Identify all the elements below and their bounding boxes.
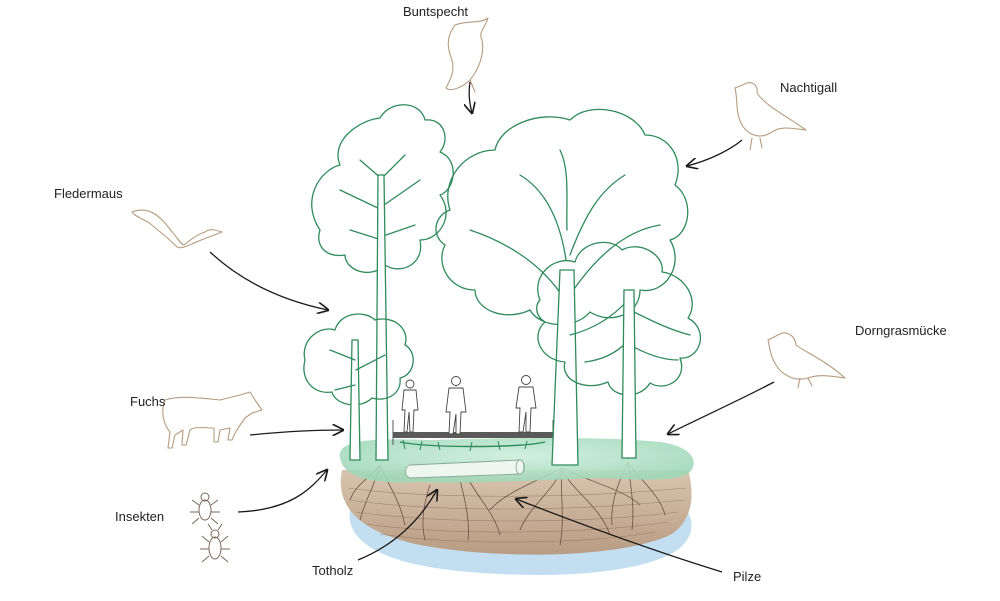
boardwalk <box>392 420 554 452</box>
arrow-pilze <box>516 499 723 573</box>
animals <box>131 17 846 563</box>
arrow-fuchs <box>249 430 343 435</box>
person <box>445 376 467 435</box>
person <box>401 379 419 433</box>
arrow-dorngrasmuecke <box>668 381 775 434</box>
arrow-nachtigall <box>687 139 743 166</box>
fox-icon <box>162 391 263 449</box>
insect-icon-bug <box>200 523 230 563</box>
arrow-insekten <box>237 470 327 513</box>
label-nachtigall: Nachtigall <box>780 80 838 95</box>
insect-icon-beetle <box>190 492 220 525</box>
label-insekten: Insekten <box>115 509 165 524</box>
label-buntspecht: Buntspecht <box>403 4 469 19</box>
bat-icon <box>131 209 223 249</box>
person <box>515 375 537 433</box>
walking-people <box>401 375 537 435</box>
label-pilze: Pilze <box>733 569 762 584</box>
warbler-icon <box>767 332 846 389</box>
label-fuchs: Fuchs <box>130 394 166 409</box>
soil-strata-lines <box>347 487 687 543</box>
tree-small-left <box>303 313 414 461</box>
arrow-buntspecht <box>469 81 472 113</box>
arrow-totholz <box>357 490 437 561</box>
trees <box>303 104 701 466</box>
woodpecker-icon <box>445 17 489 93</box>
tree-large-oak <box>435 108 689 466</box>
deadwood-log <box>405 459 525 479</box>
tree-right <box>536 241 701 459</box>
label-totholz: Totholz <box>312 563 354 578</box>
label-fledermaus: Fledermaus <box>54 186 123 201</box>
nightingale-icon <box>734 82 807 151</box>
arrows <box>209 81 775 573</box>
label-dorngrasmuecke: Dorngrasmücke <box>855 323 947 338</box>
arrow-fledermaus <box>209 251 328 310</box>
tree-tall-pine <box>311 104 454 461</box>
